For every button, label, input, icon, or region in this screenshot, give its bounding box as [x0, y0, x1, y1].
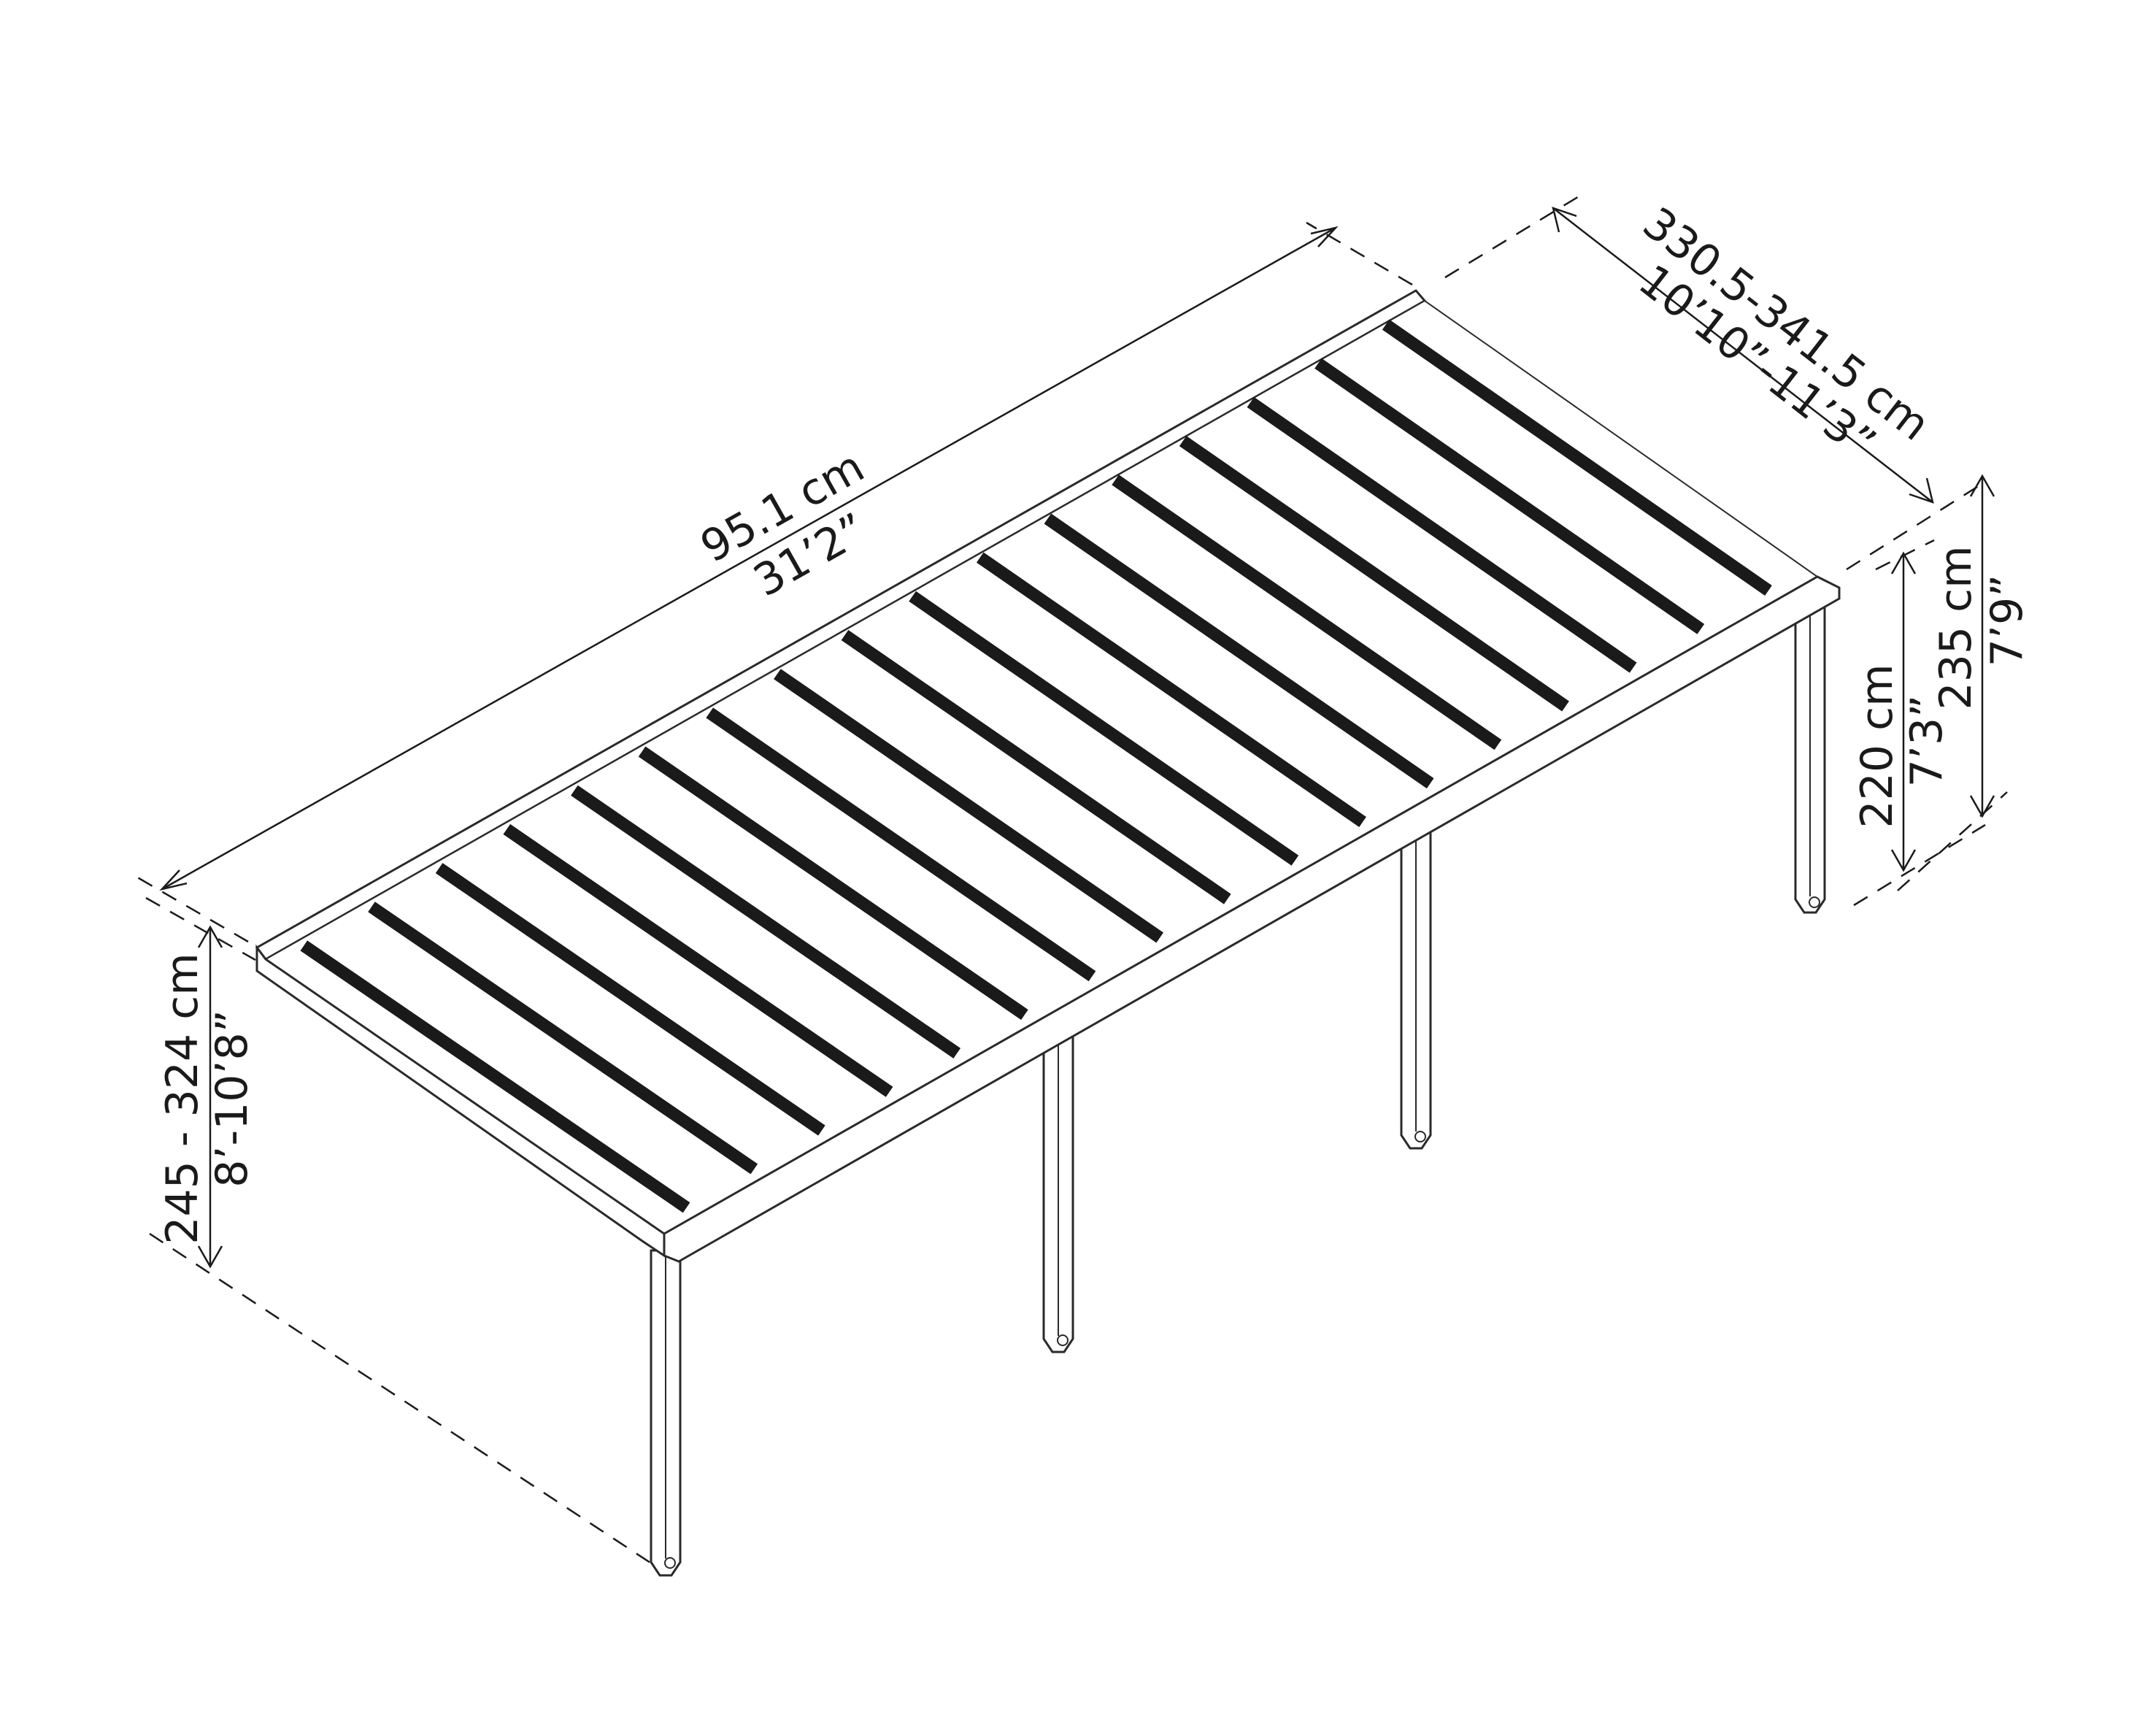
rear-post-height-imperial-label: 7’3”: [1901, 695, 1952, 788]
width-arrow-top: [1552, 207, 1577, 233]
width-arrow-bottom: [1909, 477, 1934, 504]
roof-bar: [368, 902, 758, 1175]
front-height-metric-label: 245 - 324 cm: [157, 953, 208, 1244]
roof-bar: [841, 630, 1231, 904]
post-rear-middle: [1400, 831, 1432, 1150]
post-rear-right: [1794, 603, 1826, 914]
roof-bar: [706, 707, 1096, 982]
ext-rear-post-bottom: [1853, 823, 1986, 907]
roof-bar: [774, 669, 1164, 943]
post-front-left: [650, 1249, 682, 1577]
roof-bar: [503, 823, 893, 1097]
ext-width-top: [1444, 192, 1585, 279]
roof-bar: [1382, 319, 1772, 596]
rear-total-height-metric-label: 235 cm: [1930, 545, 1982, 710]
rear-post-height-metric-label: 220 cm: [1852, 664, 1903, 828]
length-arrow-right: [1310, 226, 1339, 247]
ext-front-top: [145, 896, 256, 961]
dimension-arrows: [159, 207, 1995, 1269]
width-dimension-line: [1552, 207, 1933, 503]
roof-bar: [1044, 513, 1434, 789]
roof-bar: [638, 746, 1028, 1021]
front-height-imperial-label: 8’-10’8”: [207, 1010, 258, 1188]
roof-bar: [1112, 475, 1502, 750]
roof-bar: [1314, 358, 1705, 634]
roof-bar: [909, 591, 1299, 866]
post-front-middle: [1042, 1029, 1074, 1353]
roof-bar: [571, 785, 961, 1059]
ext-front-bottom: [149, 1232, 650, 1564]
roof: [255, 289, 1841, 1263]
roof-bar: [976, 552, 1366, 827]
front-height-arrow-bottom: [197, 1245, 223, 1269]
ext-length-right: [1306, 221, 1413, 286]
length-arrow-left: [159, 869, 188, 891]
roof-bar: [300, 940, 690, 1213]
rear-total-height-imperial-label: 7’9”: [1982, 575, 2033, 667]
length-dimension-line: [161, 226, 1336, 891]
left-end-cap: [255, 944, 666, 1258]
rear-total-arrow-top: [1969, 474, 1995, 497]
ext-length-left: [134, 875, 249, 943]
roof-bars: [300, 319, 1772, 1213]
ext-rear-total-bottom: [1897, 791, 2008, 891]
front-height-arrow-top: [197, 925, 223, 948]
roof-bar: [1179, 436, 1569, 712]
rear-post-arrow-top: [1890, 551, 1917, 575]
rear-post-arrow-bottom: [1890, 849, 1917, 872]
roof-bar: [435, 863, 825, 1136]
roof-bar: [1247, 396, 1637, 673]
rear-total-arrow-bottom: [1969, 795, 1995, 818]
